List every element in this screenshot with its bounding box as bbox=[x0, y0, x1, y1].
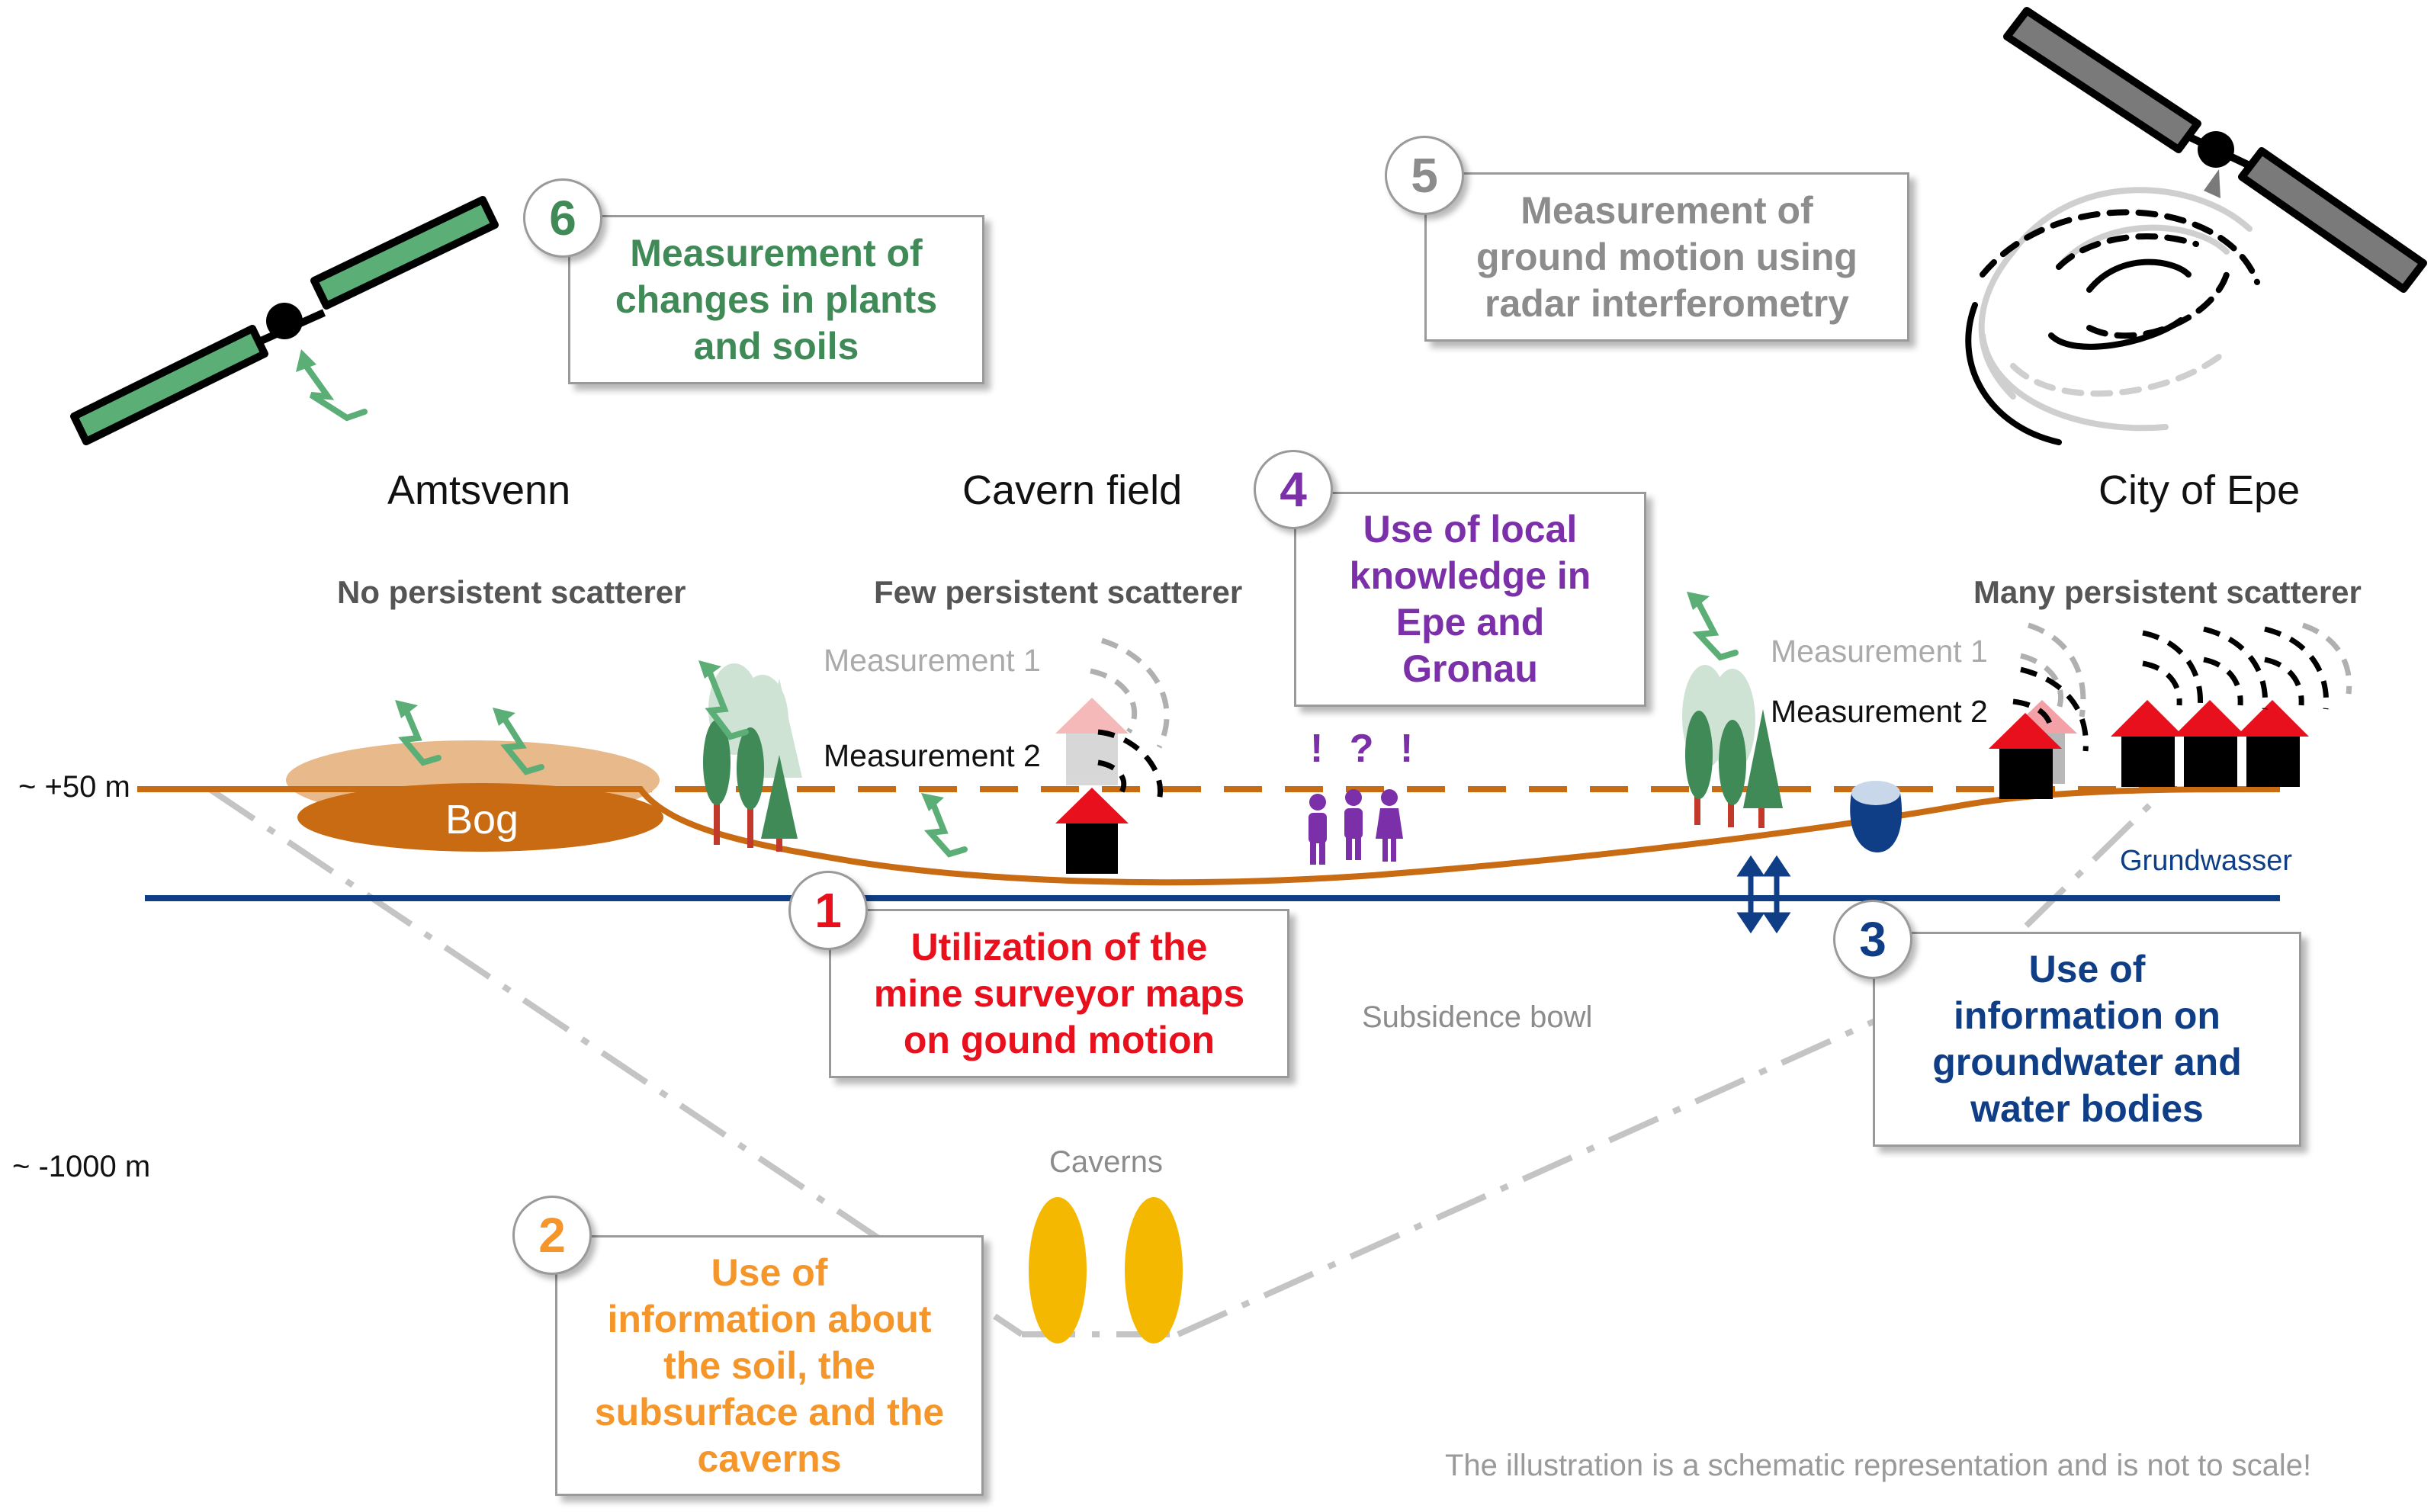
scatterer-few: Few persistent scatterer bbox=[874, 574, 1243, 610]
region-amtsvenn: Amtsvenn bbox=[387, 467, 571, 513]
badge-1: 1 bbox=[788, 871, 868, 950]
region-cavern-field: Cavern field bbox=[962, 467, 1183, 513]
city-radar-waves bbox=[2012, 622, 2352, 752]
level-top-label: ~ +50 m bbox=[18, 770, 130, 804]
bog-arrowheads bbox=[395, 700, 515, 726]
people-question-marks: ! ? ! bbox=[1310, 727, 1421, 771]
disclaimer: The illustration is a schematic represen… bbox=[1445, 1449, 2312, 1482]
bog-body bbox=[297, 783, 663, 852]
badge-5: 5 bbox=[1385, 136, 1464, 215]
badge-4: 4 bbox=[1254, 450, 1333, 529]
cavern-field-radar-waves bbox=[1090, 637, 1170, 801]
subsidence-bowl-label: Subsidence bowl bbox=[1362, 1000, 1593, 1034]
bog-label: Bog bbox=[445, 797, 519, 843]
badge-6: 6 bbox=[523, 178, 602, 258]
scatterer-many: Many persistent scatterer bbox=[1973, 574, 2362, 610]
trees-amtsvenn bbox=[698, 660, 802, 852]
house-measurement-2 bbox=[1055, 788, 1129, 874]
region-city-of-epe: City of Epe bbox=[2098, 467, 2301, 513]
bog-emission-arrows bbox=[398, 706, 544, 775]
caverns-label: Caverns bbox=[1049, 1145, 1163, 1179]
cavern-field-arrow bbox=[923, 798, 968, 858]
caverns-shapes bbox=[1029, 1197, 1183, 1343]
city-houses bbox=[1989, 700, 2309, 799]
measurement-2-cavern: Measurement 2 bbox=[824, 738, 1041, 773]
people-icon bbox=[1309, 789, 1403, 865]
measurement-1-city: Measurement 1 bbox=[1771, 634, 1988, 669]
radar-satellite-icon bbox=[1965, 7, 2427, 445]
groundwater-label: Grundwasser bbox=[2120, 845, 2292, 877]
trees-city bbox=[1682, 592, 1783, 828]
measurement-2-city: Measurement 2 bbox=[1771, 694, 1988, 729]
house-measurement-1 bbox=[1055, 698, 1129, 785]
groundwater-exchange-arrows bbox=[1736, 855, 1791, 934]
level-bottom-label: ~ -1000 m bbox=[12, 1150, 151, 1183]
measurement-1-cavern: Measurement 1 bbox=[824, 643, 1041, 678]
scatterer-none: No persistent scatterer bbox=[337, 574, 686, 610]
badge-2: 2 bbox=[512, 1196, 592, 1275]
water-body bbox=[1850, 793, 1903, 852]
badge-3: 3 bbox=[1833, 900, 1912, 979]
optical-satellite-icon bbox=[70, 196, 499, 445]
